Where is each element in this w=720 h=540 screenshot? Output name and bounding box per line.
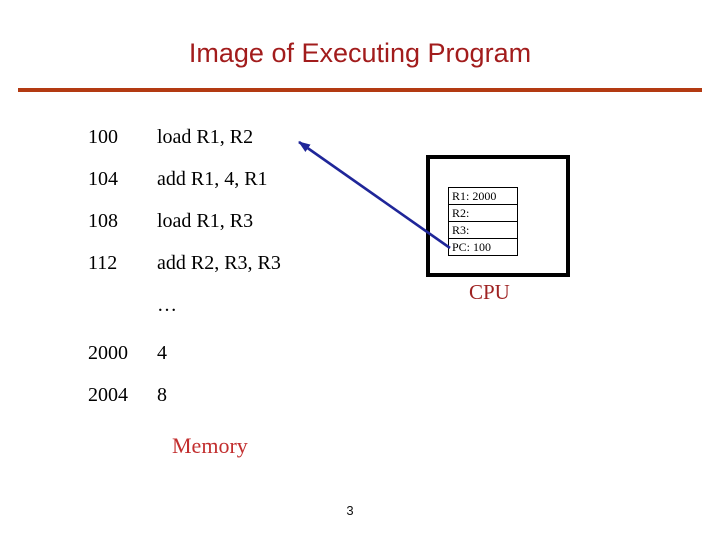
register-r1: R1: 2000 — [448, 187, 518, 205]
memory-label: Memory — [172, 433, 248, 458]
memory-value: add R1, 4, R1 — [157, 168, 268, 190]
memory-value: load R1, R2 — [157, 126, 254, 148]
memory-value: … — [157, 294, 177, 316]
memory-row: 100 load R1, R2 — [88, 126, 253, 148]
memory-address: 2004 — [88, 384, 128, 406]
memory-value: add R2, R3, R3 — [157, 252, 281, 274]
memory-address: 104 — [88, 168, 118, 190]
cpu-label: CPU — [469, 280, 510, 304]
memory-row: 112 add R2, R3, R3 — [88, 252, 281, 274]
memory-address: 2000 — [88, 342, 128, 364]
memory-row: 2000 4 — [88, 342, 167, 364]
register-r2: R2: — [448, 205, 518, 222]
register-table: R1: 2000 R2: R3: PC: 100 — [448, 187, 518, 256]
memory-address: 112 — [88, 252, 118, 274]
memory-row-ellipsis: … — [88, 294, 177, 316]
memory-value: 4 — [157, 342, 167, 364]
register-pc: PC: 100 — [448, 239, 518, 256]
title-divider-line — [18, 88, 702, 92]
slide-title: Image of Executing Program — [188, 38, 532, 68]
memory-value: 8 — [157, 384, 167, 406]
memory-row: 104 add R1, 4, R1 — [88, 168, 268, 190]
memory-row: 2004 8 — [88, 384, 167, 406]
memory-value: load R1, R3 — [157, 210, 254, 232]
memory-address: 108 — [88, 210, 118, 232]
register-r3: R3: — [448, 222, 518, 239]
page-number: 3 — [346, 503, 354, 518]
memory-row: 108 load R1, R3 — [88, 210, 253, 232]
memory-address: 100 — [88, 126, 118, 148]
